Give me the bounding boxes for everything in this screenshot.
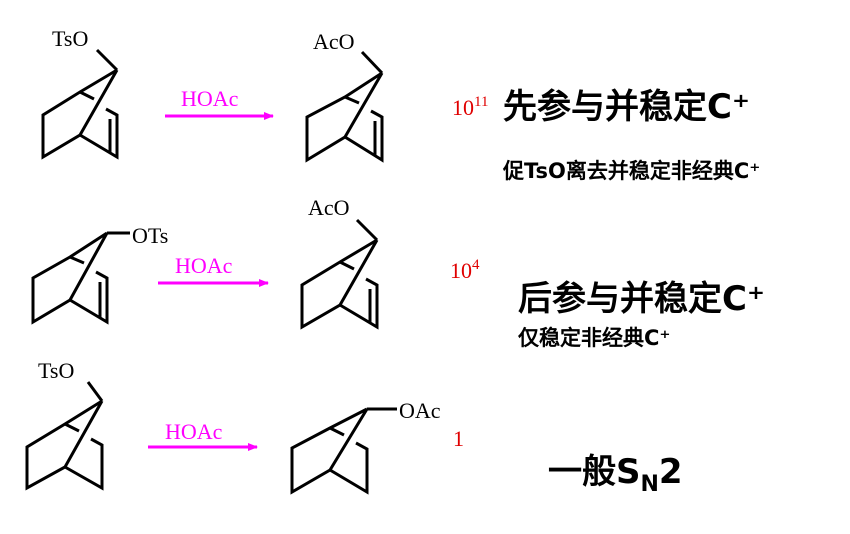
leaving-group-label: TsO [52, 26, 88, 51]
reactant-7-norbornyl-tosylate: TsO [25, 358, 104, 491]
mechanism-headline: 后参与并稳定C⁺ [518, 279, 765, 319]
relative-rate: 1011 [452, 94, 488, 120]
mechanism-headline: 先参与并稳定C⁺ [503, 87, 750, 127]
reaction-arrow: HOAc [158, 253, 269, 287]
leaving-group-label: OTs [132, 223, 168, 248]
leaving-group-label: TsO [38, 358, 74, 383]
relative-rate: 104 [450, 257, 480, 283]
product-group-label: OAc [399, 398, 441, 423]
product-7-norbornenyl-acetate: AcO [300, 195, 379, 330]
relative-rate: 1 [453, 426, 464, 451]
reactant-7-norbornenyl-tosylate-syn: OTs [31, 223, 168, 325]
reactant-7-norbornenyl-tosylate-anti: TsO [41, 26, 119, 160]
reagent-label: HOAc [175, 253, 233, 278]
reaction-arrow: HOAc [148, 419, 258, 451]
product-group-label: AcO [313, 29, 355, 54]
reagent-label: HOAc [181, 86, 239, 111]
product-7-norbornenyl-acetate: AcO [305, 29, 384, 163]
reagent-label: HOAc [165, 419, 223, 444]
mechanism-note: 促TsO离去并稳定非经典C⁺ [502, 159, 760, 183]
reaction-arrow: HOAc [165, 86, 274, 120]
product-group-label: AcO [308, 195, 350, 220]
product-7-norbornyl-acetate: OAc [290, 398, 441, 495]
mechanism-headline: 一般SN2 [548, 452, 683, 497]
mechanism-note: 仅稳定非经典C⁺ [517, 326, 671, 350]
